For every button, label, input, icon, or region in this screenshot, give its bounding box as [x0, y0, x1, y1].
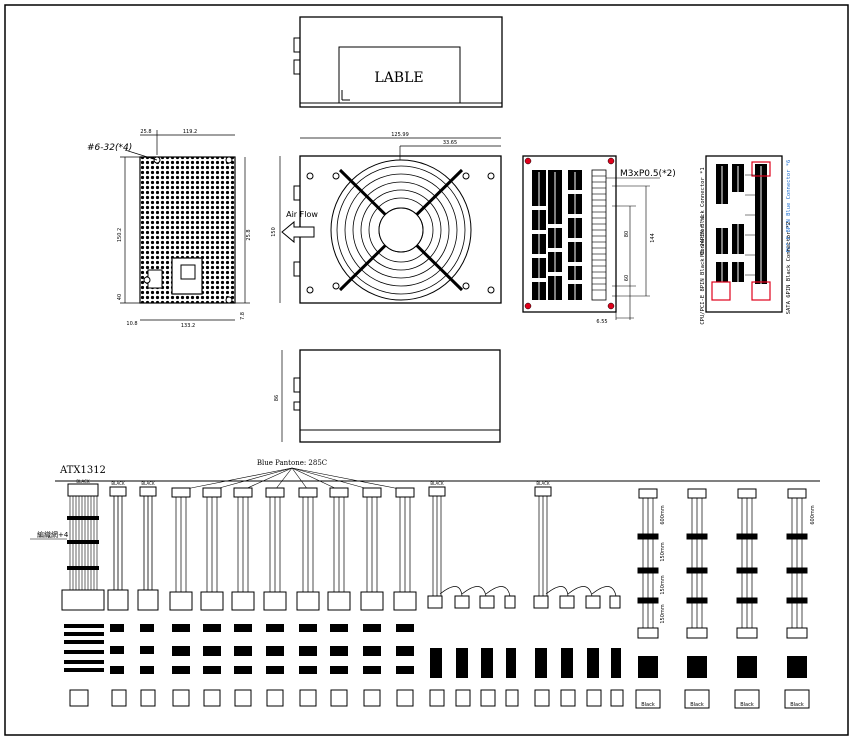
svg-text:150: 150	[271, 227, 277, 237]
side-view: 86	[274, 349, 501, 443]
svg-text:150.2: 150.2	[117, 228, 123, 242]
color-note: Blue Pantone: 285C	[257, 459, 327, 467]
svg-text:Black: Black	[641, 702, 655, 708]
svg-text:Black: Black	[690, 702, 704, 708]
mb-cable: BLACK	[30, 479, 105, 611]
svg-text:BLACK: BLACK	[536, 481, 550, 486]
sata-cables: BLACK BLACK	[427, 481, 621, 609]
svg-text:7.8: 7.8	[240, 312, 246, 320]
cable-section: ATX1312 Blue Pantone: 285C 編織網+4 BLACK	[30, 459, 820, 709]
long-cables: 600mm 150mm 150mm 150mm 600mm	[637, 488, 816, 639]
panel-screw-note: M3xP0.5(*2)	[620, 169, 676, 179]
model-label: ATX1312	[59, 465, 106, 476]
rear-screw-note: #6-32(*4)	[87, 143, 132, 153]
cpu-cables: BLACK BLACK	[107, 481, 159, 611]
sleeve-note: 編織網+4	[37, 530, 69, 539]
svg-text:125.99: 125.99	[391, 132, 409, 138]
top-label-text: LABLE	[374, 70, 423, 86]
legend-cpu8: CPU/PCI-E 8PIN Black Connector *6	[700, 215, 706, 324]
svg-text:BLACK: BLACK	[76, 479, 90, 484]
legend-pcie8: PCI-E 8PIN Blue Connector *6	[786, 160, 792, 253]
pinout-row	[64, 624, 807, 678]
svg-text:BLACK: BLACK	[111, 481, 125, 486]
svg-text:25.8: 25.8	[140, 129, 151, 135]
legend-sata: SATA 6PIN Black Connector *2	[786, 222, 792, 315]
drawing-frame	[4, 4, 849, 736]
svg-text:600mm: 600mm	[660, 505, 666, 524]
svg-text:Black: Black	[790, 702, 804, 708]
svg-text:150mm: 150mm	[660, 575, 666, 594]
rear-view: #6-32(*4) 25.8 119.2 150.2 25.8 7.8 10.8…	[87, 129, 252, 329]
airflow-label: Air Flow	[286, 210, 318, 219]
svg-text:86: 86	[274, 395, 280, 401]
svg-text:119.2: 119.2	[183, 129, 197, 135]
svg-text:60: 60	[624, 275, 630, 281]
front-view: Air Flow 125.99 33.65 150	[271, 132, 502, 304]
svg-text:Black: Black	[740, 702, 754, 708]
svg-text:6.55: 6.55	[596, 319, 607, 325]
svg-text:BLACK: BLACK	[141, 481, 155, 486]
connector-panel-view: M3xP0.5(*2) 144 80 60 6.55	[522, 155, 676, 325]
svg-text:10.8: 10.8	[126, 321, 137, 327]
svg-text:150mm: 150mm	[660, 604, 666, 623]
pcie-cables	[169, 487, 417, 611]
svg-text:600mm: 600mm	[810, 505, 816, 524]
svg-text:150mm: 150mm	[660, 542, 666, 561]
svg-text:40: 40	[117, 294, 123, 300]
top-view: LABLE	[293, 16, 503, 108]
svg-text:80: 80	[624, 231, 630, 237]
svg-text:33.65: 33.65	[443, 140, 457, 146]
svg-text:144: 144	[650, 233, 656, 243]
svg-text:BLACK: BLACK	[430, 481, 444, 486]
connector-legend-panel: MB 24PIN Black Connector *1 PCI-E 8PIN B…	[700, 155, 792, 325]
bottom-label-row: Black Black Black Black	[69, 689, 810, 709]
svg-text:25.8: 25.8	[246, 229, 252, 240]
legend-mb24: MB 24PIN Black Connector *1	[700, 167, 706, 256]
svg-text:133.2: 133.2	[181, 323, 195, 329]
